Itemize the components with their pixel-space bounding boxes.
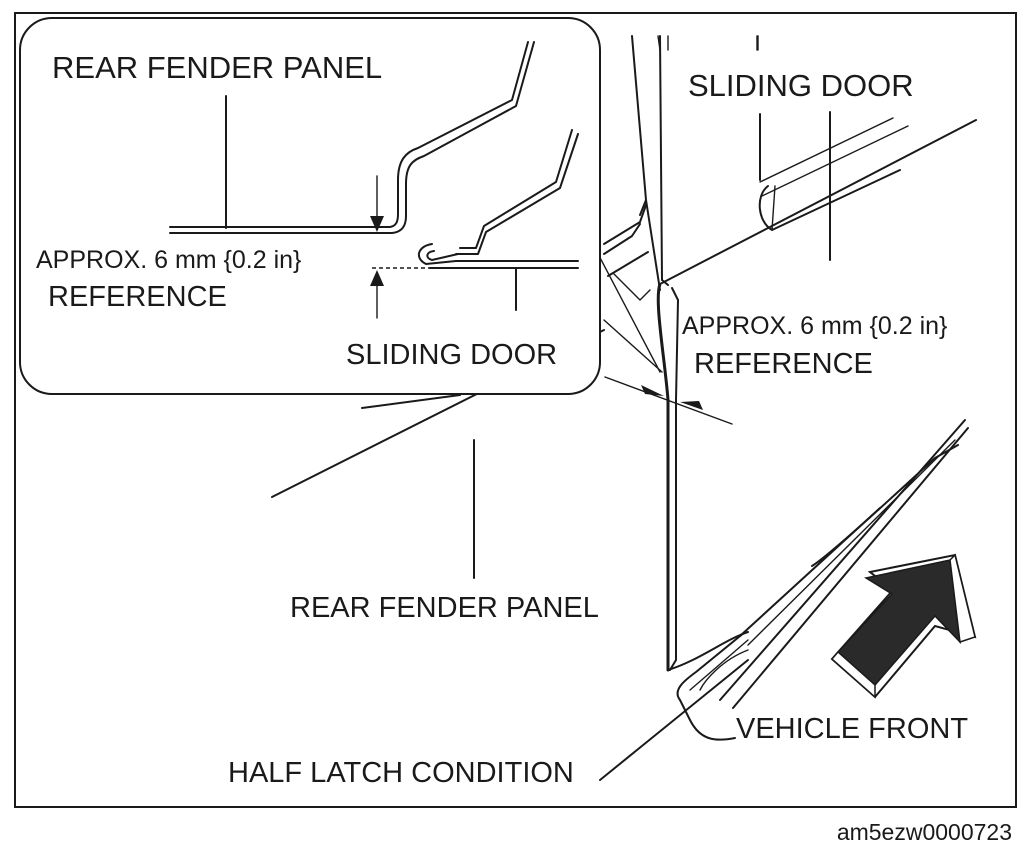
main-sliding-door-label: SLIDING DOOR (688, 68, 914, 103)
figure-id: am5ezw0000723 (837, 819, 1012, 845)
inset-callout (19, 17, 601, 395)
vehicle-front-label: VEHICLE FRONT (736, 713, 968, 745)
vehicle-front-arrow-icon (830, 553, 977, 699)
inset-rear-fender-label: REAR FENDER PANEL (52, 50, 382, 85)
main-reference-label: REFERENCE (694, 348, 873, 380)
main-illustration (271, 35, 977, 781)
inset-gap-label: APPROX. 6 mm {0.2 in} (36, 246, 301, 274)
inset-sliding-door-label: SLIDING DOOR (346, 339, 557, 371)
half-latch-condition-label: HALF LATCH CONDITION (228, 757, 574, 789)
inset-reference-label: REFERENCE (48, 281, 227, 313)
main-gap-label: APPROX. 6 mm {0.2 in} (682, 312, 947, 340)
main-rear-fender-label: REAR FENDER PANEL (290, 592, 599, 624)
